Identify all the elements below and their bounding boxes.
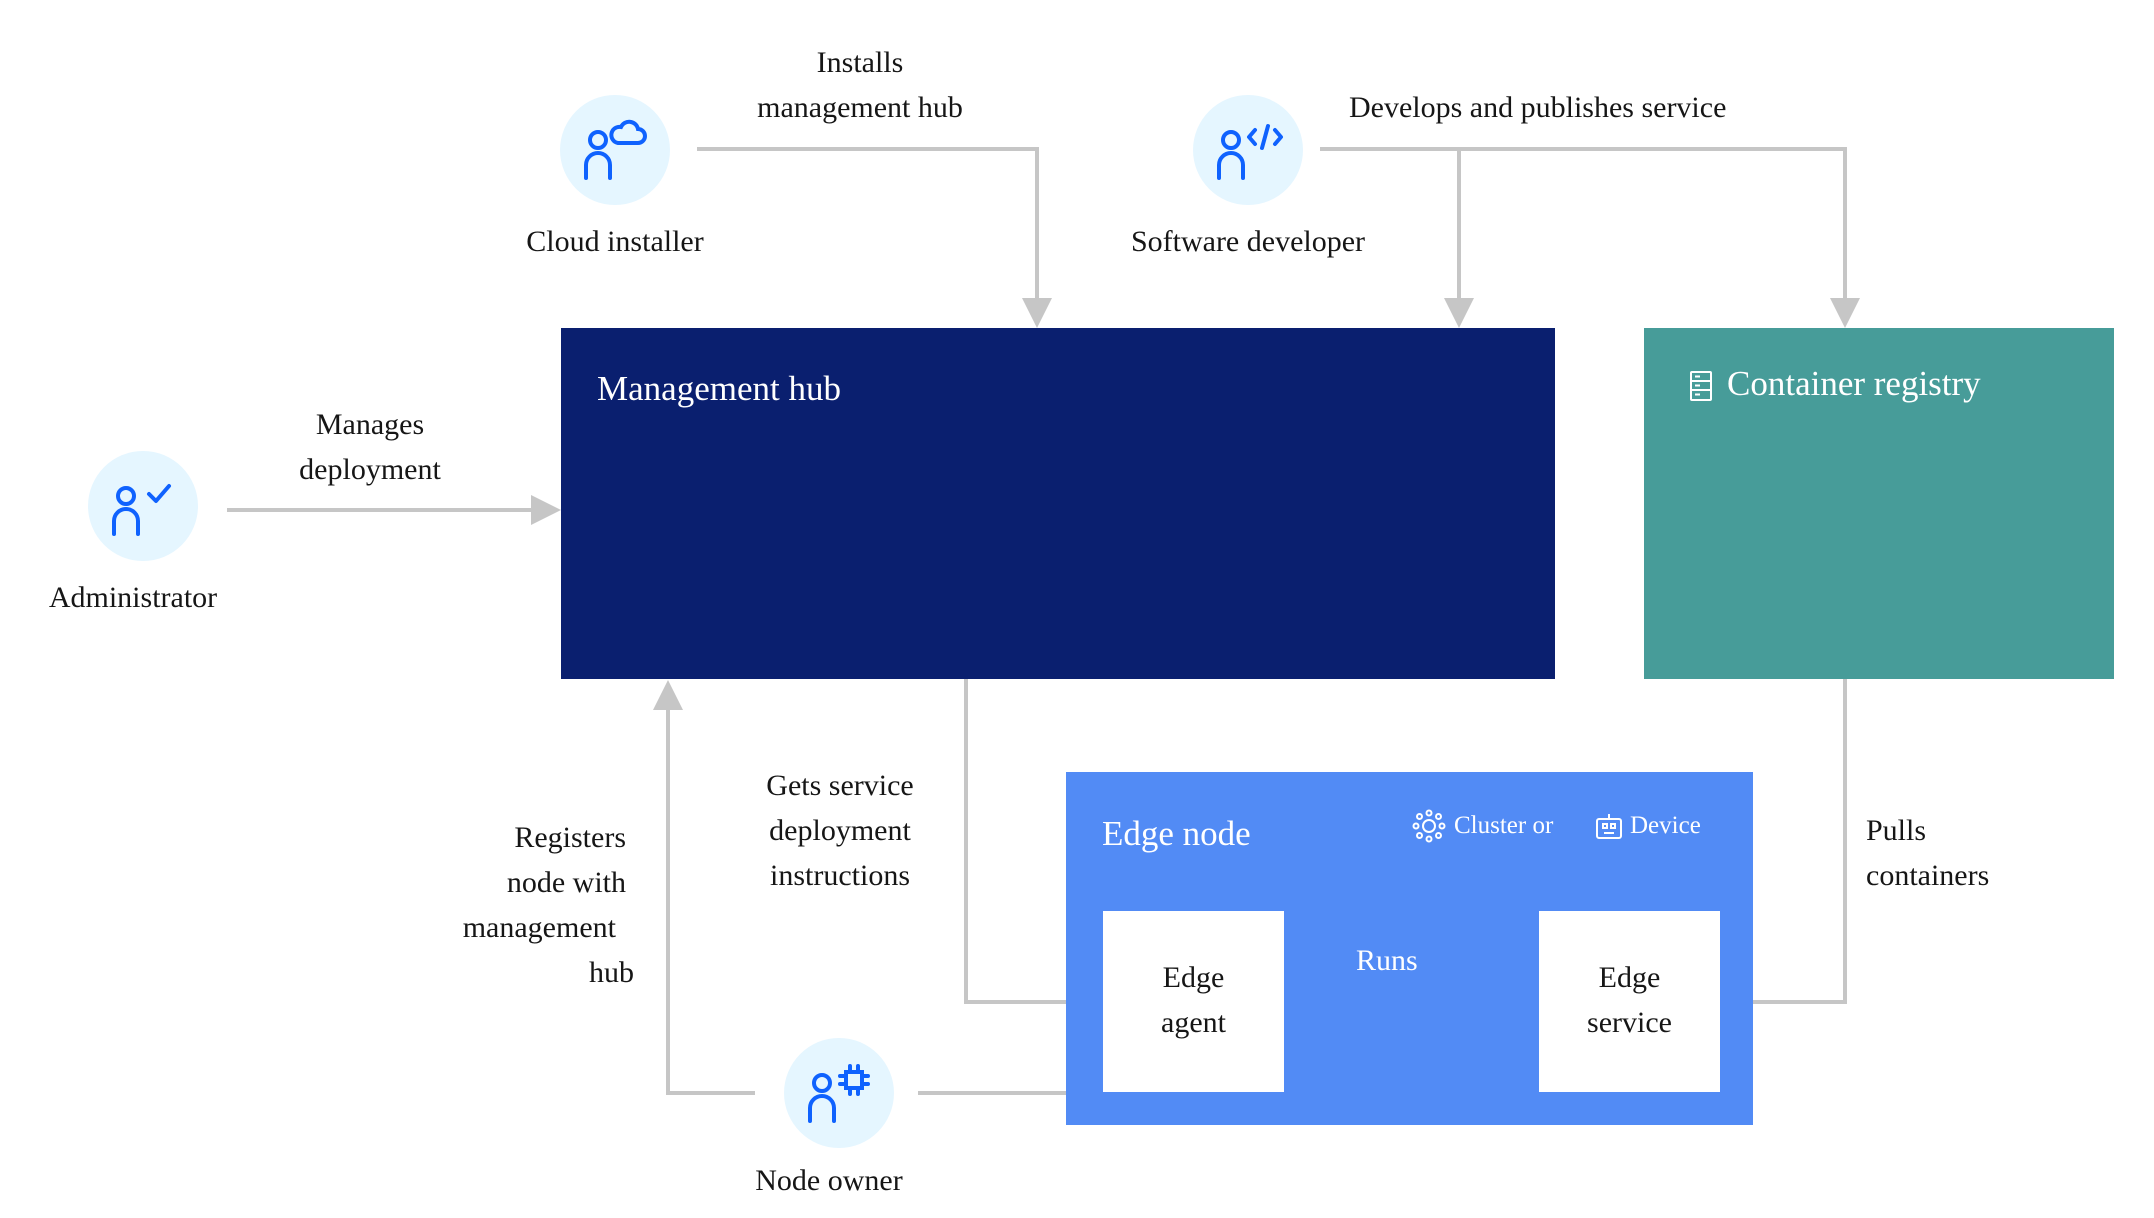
gets-label-line2: deployment [769, 814, 911, 847]
legend-cluster-label: Cluster or [1454, 812, 1554, 839]
edge-service-line1: Edge [1598, 961, 1661, 994]
registers-label-line4: hub [589, 956, 634, 989]
arrow-pulls [1752, 679, 1847, 1004]
user-chip-icon [808, 1064, 870, 1123]
edge-agent-line1: Edge [1162, 961, 1225, 994]
software-developer-label: Software developer [1130, 225, 1366, 258]
develops-label: Develops and publishes service [1349, 91, 1727, 124]
registers-label-line2: node with [506, 866, 626, 899]
legend-device-label: Device [1630, 812, 1701, 839]
management-hub-box: Management hub [561, 328, 1555, 679]
device-icon [1596, 814, 1622, 839]
registers-label-line1: Registers [514, 821, 626, 854]
edge-node-title: Edge node [1102, 814, 1251, 853]
runs-label: Runs [1356, 944, 1418, 977]
administrator-avatar [88, 451, 198, 561]
pulls-label-line2: containers [1866, 859, 1990, 892]
arrowhead-develops-registry [1830, 298, 1860, 328]
cloud-installer-label: Cloud installer [526, 225, 704, 258]
installs-label-line1: Installs [816, 46, 904, 79]
arrowhead-installs [1022, 298, 1052, 328]
software-developer-avatar [1193, 95, 1303, 205]
arrow-registers [666, 708, 755, 1095]
container-registry-box: Container registry [1644, 328, 2114, 679]
cloud-installer-avatar [560, 95, 670, 205]
manages-label-line2: deployment [299, 453, 441, 486]
arrowhead-develops-hub [1444, 298, 1474, 328]
container-registry-title: Container registry [1727, 364, 1981, 403]
installs-label-line2: management hub [757, 91, 963, 124]
arrow-gets [964, 679, 1073, 1004]
gets-label-line3: instructions [770, 859, 910, 892]
manages-label-line1: Manages [315, 408, 425, 441]
edge-service-box: Edge service [1539, 911, 1720, 1092]
arrow-installs [697, 147, 1039, 300]
pulls-label-line1: Pulls [1866, 814, 1927, 847]
user-check-icon [112, 484, 171, 536]
arrowhead-manages [531, 495, 561, 525]
gets-label-line1: Gets service [766, 769, 914, 802]
edge-service-line2: service [1587, 1006, 1672, 1039]
edge-agent-box: Edge agent [1103, 911, 1284, 1092]
management-hub-title: Management hub [597, 369, 841, 408]
arrowhead-registers [653, 680, 683, 710]
node-owner-label: Node owner [755, 1164, 903, 1197]
cluster-icon [1412, 809, 1446, 843]
edge-node-box: Edge node Cluster or Device Edge agent E… [1066, 772, 1753, 1125]
administrator-label: Administrator [48, 581, 218, 614]
edge-agent-line2: agent [1161, 1006, 1226, 1039]
user-code-icon [1217, 124, 1283, 180]
server-icon [1690, 371, 1712, 401]
registers-label-line3: management [462, 911, 616, 944]
user-cloud-icon [584, 119, 647, 180]
node-owner-avatar [784, 1038, 894, 1148]
